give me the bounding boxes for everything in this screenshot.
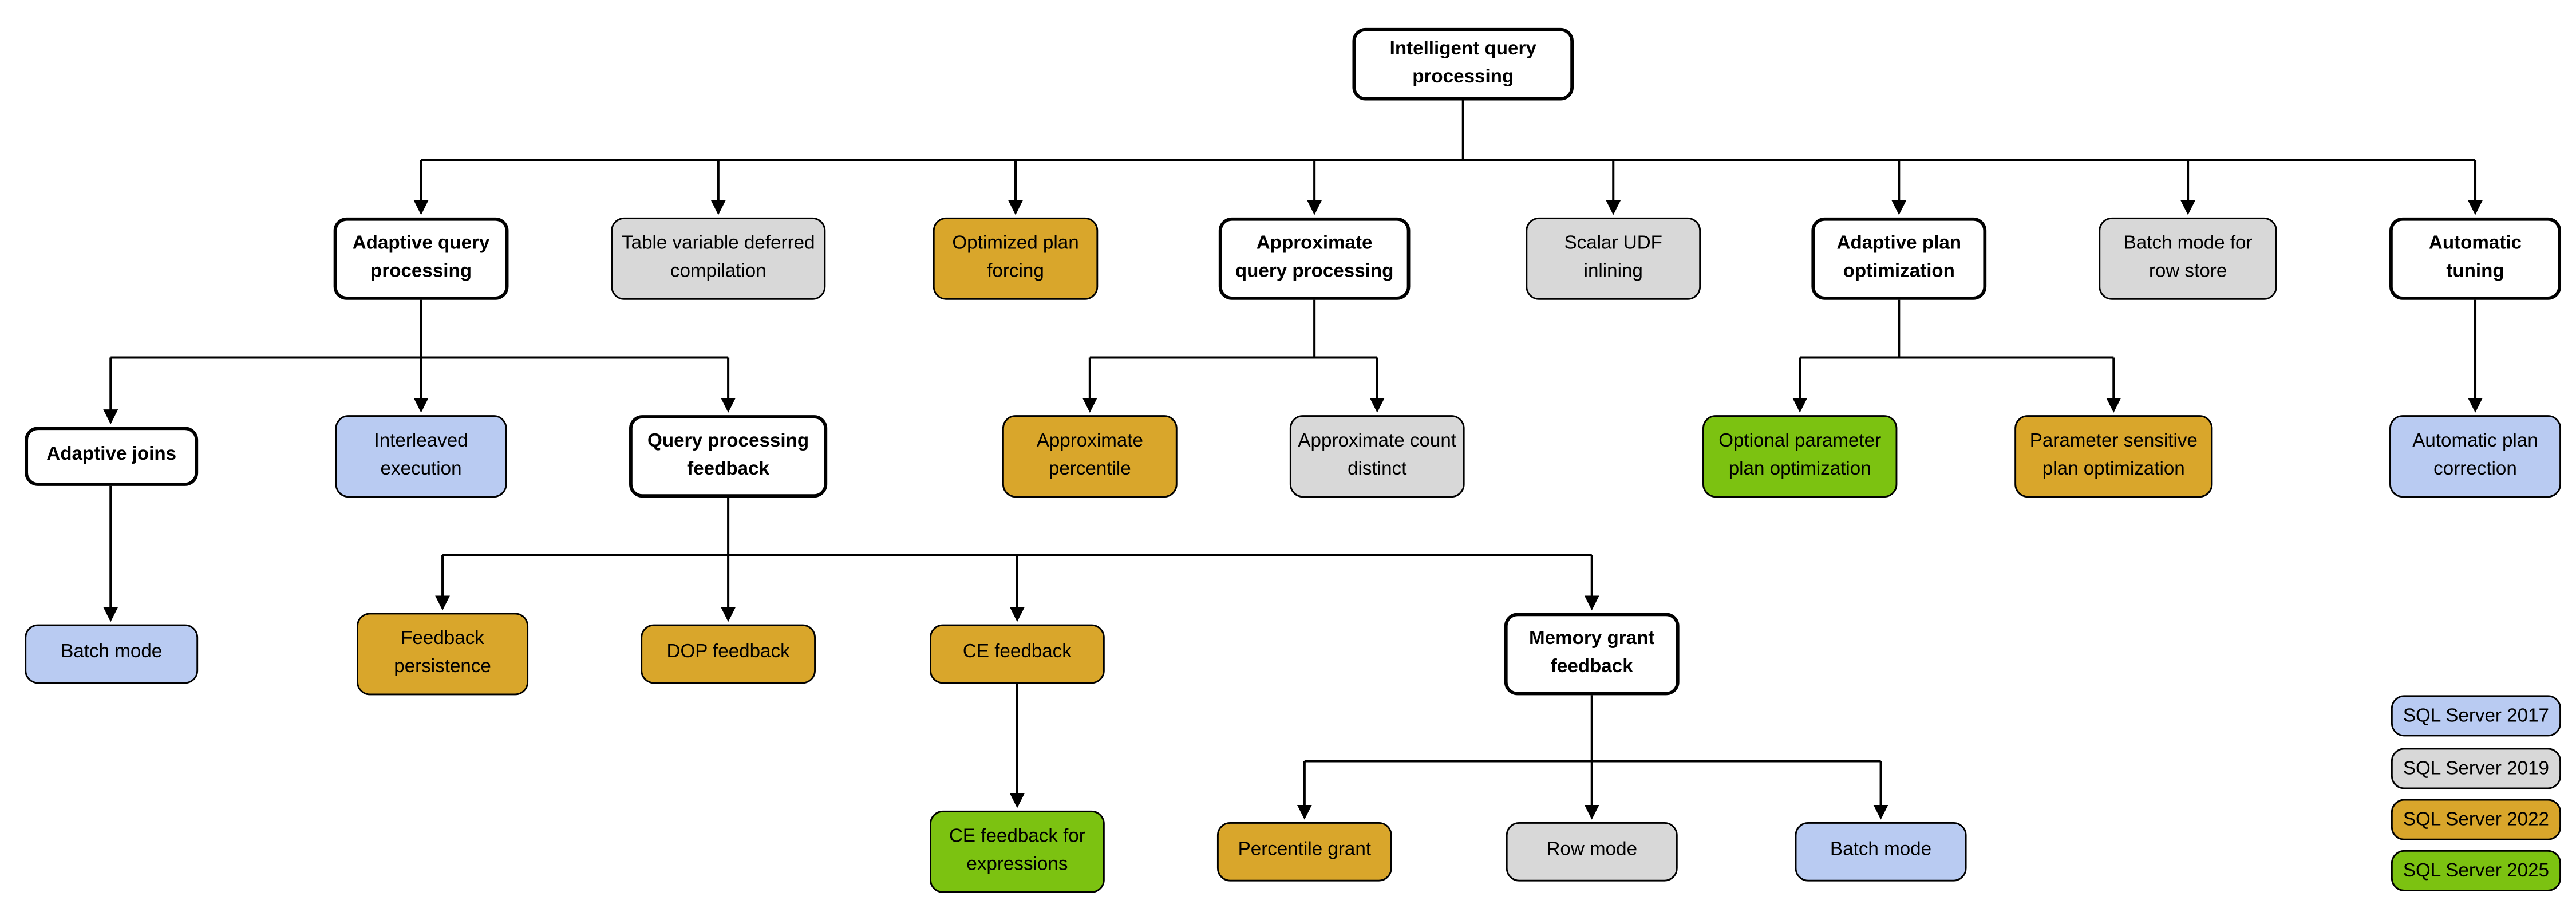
node-label: Parameter sensitive plan optimization — [2029, 431, 2198, 480]
node-adaptive-joins: Adaptive joins — [25, 427, 199, 486]
node-memory-grant-feedback: Memory grant feedback — [1504, 613, 1680, 696]
node-table-variable-deferred-compilation: Table variable deferred compilation — [611, 217, 826, 300]
legend-label: SQL Server 2022 — [2403, 810, 2550, 830]
node-label: Automatic plan correction — [2412, 431, 2538, 480]
node-label: Batch mode — [1830, 840, 1932, 861]
node-automatic-tuning: Automatic tuning — [2389, 217, 2562, 300]
node-optimized-plan-forcing: Optimized plan forcing — [933, 217, 1099, 300]
node-dop-feedback: DOP feedback — [641, 624, 816, 684]
node-label: CE feedback for expressions — [949, 826, 1085, 875]
node-intelligent-query-processing: Intelligent query processing — [1352, 27, 1574, 101]
node-feedback-persistence: Feedback persistence — [357, 613, 529, 696]
legend-sql-server-2025: SQL Server 2025 — [2391, 850, 2562, 891]
legend-sql-server-2017: SQL Server 2017 — [2391, 695, 2562, 737]
node-label: Scalar UDF inlining — [1564, 233, 1662, 282]
node-label: Batch mode — [61, 643, 163, 663]
node-label: Adaptive joins — [46, 445, 177, 465]
node-label: Intelligent query processing — [1389, 39, 1536, 88]
node-approximate-percentile: Approximate percentile — [1002, 415, 1178, 498]
node-interleaved-execution: Interleaved execution — [335, 415, 507, 498]
node-approximate-query-processing: Approximate query processing — [1218, 217, 1411, 300]
node-automatic-plan-correction: Automatic plan correction — [2389, 415, 2562, 498]
node-batch-mode-adaptive-joins: Batch mode — [25, 624, 199, 684]
node-label: CE feedback — [962, 643, 1072, 663]
node-label: Feedback persistence — [394, 629, 491, 677]
node-optional-parameter-plan-optimization: Optional parameter plan optimization — [1702, 415, 1898, 498]
node-percentile-grant: Percentile grant — [1216, 822, 1392, 882]
node-label: Adaptive plan optimization — [1836, 233, 1962, 282]
node-row-mode: Row mode — [1506, 822, 1678, 882]
node-batch-mode-memory-grant: Batch mode — [1795, 822, 1967, 882]
node-label: Approximate query processing — [1235, 233, 1394, 282]
node-label: Automatic tuning — [2428, 233, 2522, 282]
node-label: Optional parameter plan optimization — [1718, 431, 1882, 480]
node-scalar-udf-inlining: Scalar UDF inlining — [1526, 217, 1701, 300]
node-label: Memory grant feedback — [1529, 629, 1655, 677]
node-label: Percentile grant — [1238, 840, 1371, 861]
node-approximate-count-distinct: Approximate count distinct — [1289, 415, 1465, 498]
node-label: DOP feedback — [666, 643, 790, 663]
legend-sql-server-2019: SQL Server 2019 — [2391, 748, 2562, 789]
node-label: Query processing feedback — [647, 431, 809, 480]
node-label: Batch mode for row store — [2123, 233, 2253, 282]
legend-sql-server-2022: SQL Server 2022 — [2391, 799, 2562, 840]
legend-label: SQL Server 2025 — [2403, 860, 2550, 881]
node-batch-mode-for-row-store: Batch mode for row store — [2099, 217, 2277, 300]
node-label: Approximate percentile — [1036, 431, 1143, 480]
node-adaptive-plan-optimization: Adaptive plan optimization — [1811, 217, 1987, 300]
node-label: Interleaved execution — [374, 431, 468, 480]
node-parameter-sensitive-plan-optimization: Parameter sensitive plan optimization — [2014, 415, 2213, 498]
node-query-processing-feedback: Query processing feedback — [629, 415, 828, 498]
node-adaptive-query-processing: Adaptive query processing — [333, 217, 509, 300]
legend-label: SQL Server 2017 — [2403, 706, 2550, 726]
node-ce-feedback: CE feedback — [930, 624, 1105, 684]
node-label: Optimized plan forcing — [952, 233, 1079, 282]
legend-label: SQL Server 2019 — [2403, 759, 2550, 779]
node-label: Approximate count distinct — [1298, 431, 1457, 480]
node-label: Row mode — [1546, 840, 1638, 861]
node-ce-feedback-for-expressions: CE feedback for expressions — [930, 810, 1105, 893]
node-label: Table variable deferred compilation — [622, 233, 815, 282]
node-label: Adaptive query processing — [352, 233, 490, 282]
